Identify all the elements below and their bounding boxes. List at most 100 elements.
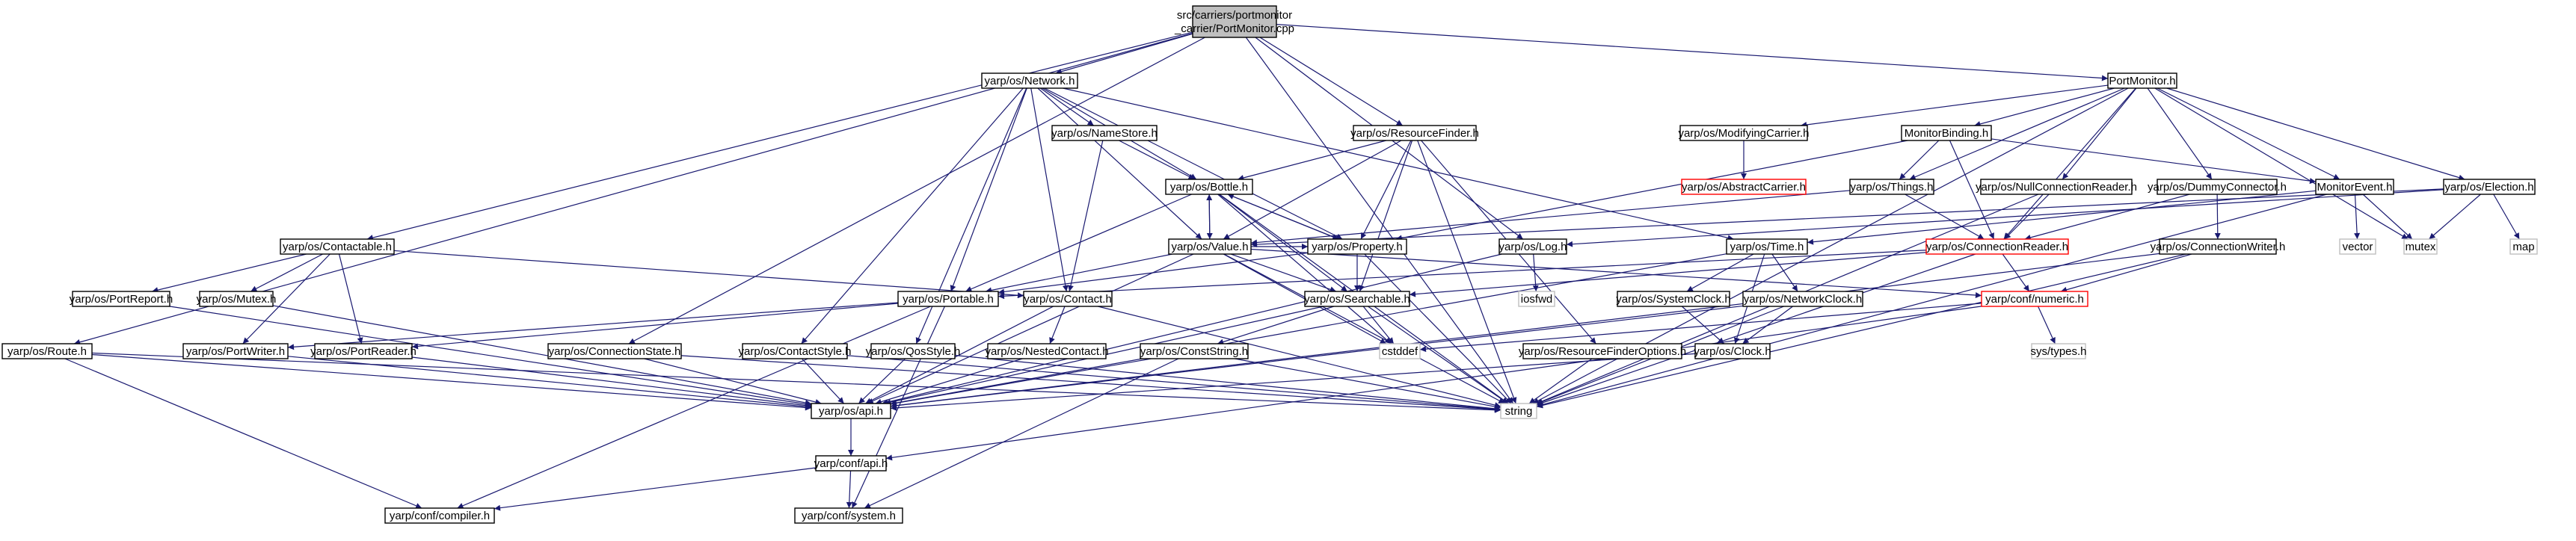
edge-portreader-to-api [411, 356, 812, 409]
edge-connreader-to-portable [997, 250, 1927, 300]
edge-monitorbinding-to-things [1899, 140, 1940, 180]
edge-portwriter-to-api [287, 356, 812, 410]
node-api[interactable]: yarp/os/api.h [811, 403, 891, 419]
node-monitorbinding[interactable]: MonitorBinding.h [1901, 125, 1992, 141]
edge-value-to-portable [985, 253, 1173, 294]
node-label-abstractcarrier: yarp/os/AbstractCarrier.h [1682, 181, 1806, 194]
edge-numeric-to-confapi [885, 306, 1982, 461]
edge-nullconnreader-to-connreader [2004, 194, 2050, 240]
node-monitorevent[interactable]: MonitorEvent.h [2315, 179, 2394, 195]
node-dummyconnector[interactable]: yarp/os/DummyConnector.h [2148, 179, 2287, 195]
edge-connreader-to-searchable [1409, 252, 1927, 297]
node-compiler[interactable]: yarp/conf/compiler.h [384, 507, 495, 524]
edge-numeric-to-systypes [2038, 306, 2056, 344]
node-root[interactable]: src/carriers/portmonitor_carrier/PortMon… [1174, 5, 1294, 38]
node-label-rfoptions: yarp/os/ResourceFinderOptions.h [1519, 345, 1686, 358]
edge-network-to-contactstyle [801, 87, 1024, 344]
node-map: map [2509, 238, 2538, 255]
node-resourcefinder[interactable]: yarp/os/ResourceFinder.h [1350, 125, 1479, 141]
node-conststring[interactable]: yarp/os/ConstString.h [1140, 343, 1249, 359]
node-label-portwriter: yarp/os/PortWriter.h [186, 345, 285, 358]
edge-value-to-string [1223, 253, 1505, 404]
node-label-nestedcontact: yarp/os/NestedContact.h [985, 345, 1108, 358]
edge-portable-to-portwriter [287, 302, 899, 350]
node-label-dummyconnector: yarp/os/DummyConnector.h [2148, 181, 2287, 194]
edge-monitorevent-to-mutexstd [2362, 194, 2413, 240]
edge-monitorbinding-to-property [1395, 140, 1908, 241]
node-portable[interactable]: yarp/os/Portable.h [897, 291, 999, 307]
node-box-contactstyle [742, 343, 848, 359]
node-box-connwriter [2159, 238, 2277, 255]
node-box-clock [1694, 343, 1771, 359]
node-contactable[interactable]: yarp/os/Contactable.h [280, 238, 395, 255]
node-system[interactable]: yarp/conf/system.h [794, 507, 903, 524]
node-modifyingcarrier[interactable]: yarp/os/ModifyingCarrier.h [1678, 125, 1810, 141]
edge-election-to-log [1566, 189, 2444, 247]
node-bottle[interactable]: yarp/os/Bottle.h [1165, 179, 1253, 195]
node-box-time [1726, 238, 1808, 255]
edge-networkclock-to-api [890, 305, 1744, 409]
edge-monitorevent-to-time [1807, 190, 2317, 245]
node-things[interactable]: yarp/os/Things.h [1849, 179, 1934, 195]
node-portreader[interactable]: yarp/os/PortReader.h [310, 343, 416, 359]
node-box-log [1498, 238, 1567, 255]
node-route[interactable]: yarp/os/Route.h [1, 343, 93, 359]
node-layer: src/carriers/portmonitor_carrier/PortMon… [1, 5, 2538, 524]
edge-contactable-to-portreader [338, 253, 363, 344]
node-confapi[interactable]: yarp/conf/api.h [814, 455, 888, 472]
edge-monitorevent-to-string [1536, 194, 2327, 408]
node-log[interactable]: yarp/os/Log.h [1498, 238, 1567, 255]
node-nullconnreader[interactable]: yarp/os/NullConnectionReader.h [1976, 179, 2137, 195]
node-value[interactable]: yarp/os/Value.h [1168, 238, 1252, 255]
edge-network-to-value [1037, 87, 1202, 240]
edge-mutex-to-api [272, 305, 812, 406]
edge-searchable-to-string [1368, 306, 1508, 404]
node-rfoptions[interactable]: yarp/os/ResourceFinderOptions.h [1519, 343, 1686, 359]
node-contactstyle[interactable]: yarp/os/ContactStyle.h [739, 343, 852, 359]
edge-contactable-to-contact [393, 250, 1024, 299]
edge-contactstyle-to-string [846, 355, 1501, 412]
node-portwriter[interactable]: yarp/os/PortWriter.h [182, 343, 289, 359]
edge-portable-to-compiler [457, 306, 931, 509]
edge-monitorbinding-to-monitorevent [1991, 138, 2317, 185]
node-portmonitor[interactable]: PortMonitor.h [2107, 72, 2177, 89]
edge-connwriter-to-api [890, 253, 2160, 409]
node-nestedcontact[interactable]: yarp/os/NestedContact.h [985, 343, 1109, 359]
node-box-portable [897, 291, 999, 307]
node-label-portable: yarp/os/Portable.h [903, 293, 994, 306]
node-box-election [2443, 179, 2536, 195]
node-contact[interactable]: yarp/os/Contact.h [1023, 291, 1113, 307]
node-clock[interactable]: yarp/os/Clock.h [1694, 343, 1771, 359]
node-box-api [811, 403, 891, 419]
node-label-portreader: yarp/os/PortReader.h [310, 345, 416, 358]
node-connstate[interactable]: yarp/os/ConnectionState.h [547, 343, 682, 359]
node-systypes: sys/types.h [2030, 343, 2087, 359]
edge-connstate-to-api [644, 358, 822, 405]
node-networkclock[interactable]: yarp/os/NetworkClock.h [1742, 291, 1863, 307]
node-searchable[interactable]: yarp/os/Searchable.h [1304, 291, 1410, 307]
edge-network-to-portable [950, 87, 1027, 292]
edge-contactable-to-portreport [152, 253, 307, 294]
node-property[interactable]: yarp/os/Property.h [1307, 238, 1407, 255]
node-namestore[interactable]: yarp/os/NameStore.h [1051, 125, 1158, 141]
edge-connwriter-to-string [1536, 253, 2186, 409]
edge-value-to-numeric [1250, 248, 1982, 298]
edge-connreader-to-string [1536, 253, 1976, 406]
node-mutex[interactable]: yarp/os/Mutex.h [197, 291, 277, 307]
node-time[interactable]: yarp/os/Time.h [1726, 238, 1808, 255]
edge-portable-to-portreader [411, 303, 899, 350]
node-portreport[interactable]: yarp/os/PortReport.h [70, 291, 173, 307]
edge-confapi-to-compiler [494, 467, 817, 511]
edge-root-to-portmonitor [1276, 24, 2109, 81]
node-election[interactable]: yarp/os/Election.h [2443, 179, 2536, 195]
node-network[interactable]: yarp/os/Network.h [981, 72, 1078, 89]
node-qosstyle[interactable]: yarp/os/QosStyle.h [866, 343, 961, 359]
edge-network-to-namestore [1039, 87, 1095, 126]
node-label-time: yarp/os/Time.h [1730, 241, 1804, 253]
edge-networkclock-to-clock [1742, 306, 1793, 344]
node-connwriter[interactable]: yarp/os/ConnectionWriter.h [2151, 238, 2286, 255]
node-label-log: yarp/os/Log.h [1499, 241, 1567, 253]
node-systemclock[interactable]: yarp/os/SystemClock.h [1616, 291, 1731, 307]
node-label-namestore: yarp/os/NameStore.h [1051, 127, 1158, 140]
edge-route-to-compiler [64, 358, 422, 509]
